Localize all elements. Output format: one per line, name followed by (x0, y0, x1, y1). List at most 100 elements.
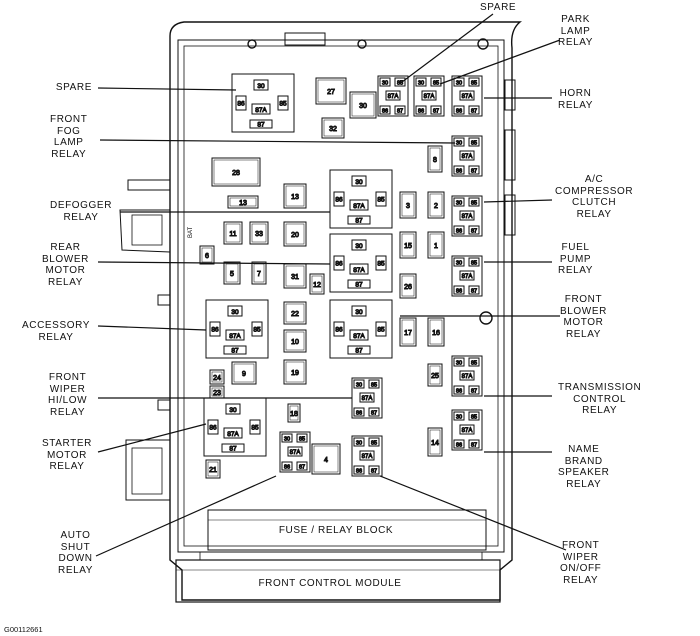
terminal-slot (468, 105, 480, 115)
mini-relay-body (377, 75, 409, 117)
block-title: FUSE / RELAY BLOCK (279, 525, 393, 536)
terminal-label: 87 (371, 469, 377, 475)
terminal-slot (351, 305, 367, 317)
fuse-body (321, 117, 345, 139)
terminal-slot (430, 105, 442, 115)
terminal-label: 87 (397, 109, 403, 115)
fuse-number: 26 (404, 284, 412, 291)
terminal-slot (277, 95, 289, 111)
fuse: 26 (399, 273, 417, 299)
terminal-label: 86 (456, 443, 462, 449)
line-park-lamp (439, 39, 561, 85)
terminal-label: 86 (456, 229, 462, 235)
terminal-label: 30 (418, 81, 424, 87)
terminal-slot (353, 379, 365, 389)
fuse: 20 (283, 221, 307, 247)
fuse-inner (233, 363, 255, 383)
fuse-body (211, 157, 261, 187)
fuse-number: 11 (229, 231, 236, 238)
terminal-label: 87A (424, 94, 435, 100)
fuse: 9 (231, 361, 257, 385)
label-front-blower-motor-relay: FRONT BLOWER MOTOR RELAY (560, 294, 607, 340)
fuse-body (399, 231, 417, 259)
fuse-inner (211, 387, 223, 397)
terminal-slot (287, 446, 303, 457)
fuse-inner (313, 445, 339, 473)
terminal-slot (453, 225, 465, 235)
fuse: 30 (349, 91, 377, 119)
large-relay-body (205, 299, 269, 359)
fuse: 21 (205, 459, 221, 479)
fuse-body (427, 427, 443, 457)
fuse-number: 30 (359, 103, 367, 110)
fuse: 32 (321, 117, 345, 139)
mini-relay-body (279, 431, 311, 473)
fuse: 17 (399, 317, 417, 347)
fuse-number: 31 (291, 274, 299, 281)
terminal-label: 87A (362, 396, 373, 402)
terminal-slot (225, 403, 241, 415)
fuse-inner (285, 223, 305, 245)
fuse-number: 33 (255, 231, 263, 238)
terminal-slot (347, 215, 371, 225)
fuse-number: 6 (205, 253, 209, 260)
fuse-body (311, 443, 341, 475)
terminal-slot (468, 225, 480, 235)
terminal-slot (221, 443, 245, 453)
terminal-slot (225, 329, 245, 341)
terminal-slot (453, 357, 465, 367)
terminal-slot (223, 427, 243, 439)
terminal-label: 87A (462, 154, 473, 160)
fuse: 6 (199, 245, 215, 265)
fuse-body (399, 191, 417, 219)
terminal-slot (353, 437, 365, 447)
mini-relay-body (451, 255, 483, 297)
terminal-slot (296, 461, 308, 471)
fuse: 10 (283, 329, 307, 353)
fuse-body (315, 77, 347, 105)
terminal-slot (468, 385, 480, 395)
fuse-body (399, 317, 417, 347)
fuse-number: 14 (431, 440, 439, 447)
terminal-label: 86 (456, 389, 462, 395)
terminal-slot (468, 137, 480, 147)
mini-relay-body (351, 377, 383, 419)
terminal-label: 30 (231, 309, 239, 316)
fuse-body (209, 369, 225, 385)
fuse-number: 8 (433, 157, 437, 164)
terminal-slot (394, 77, 406, 87)
terminal-slot (209, 321, 221, 337)
fuse-inner (285, 303, 305, 323)
terminal-slot (453, 385, 465, 395)
terminal-slot (415, 105, 427, 115)
fuse-body (309, 273, 325, 295)
terminal-slot (368, 465, 380, 475)
terminal-label: 85 (371, 441, 377, 447)
terminal-slot (468, 197, 480, 207)
fuse-inner (289, 405, 299, 421)
terminal-label: 87 (471, 169, 477, 175)
fuse: 13 (283, 183, 307, 209)
terminal-slot (453, 257, 465, 267)
fuse-inner (285, 185, 305, 207)
fuse-number: 22 (291, 311, 299, 318)
terminal-slot (349, 329, 369, 341)
fuse-inner (429, 233, 443, 257)
fuse-number: 20 (291, 232, 299, 239)
fuse: 11 (223, 221, 243, 245)
terminal-label: 87A (462, 428, 473, 434)
terminal-slot (459, 270, 475, 281)
fuse-inner (253, 263, 265, 283)
terminal-slot (468, 357, 480, 367)
terminal-slot (353, 465, 365, 475)
mini-relay-body (451, 75, 483, 117)
fuse: 33 (249, 221, 269, 245)
terminal-label: 86 (456, 109, 462, 115)
terminal-label: 87A (388, 94, 399, 100)
terminal-slot (468, 285, 480, 295)
fuse-body (283, 221, 307, 247)
line-starter (97, 423, 207, 453)
terminal-label: 85 (371, 383, 377, 389)
label-spare-top: SPARE (480, 2, 517, 13)
